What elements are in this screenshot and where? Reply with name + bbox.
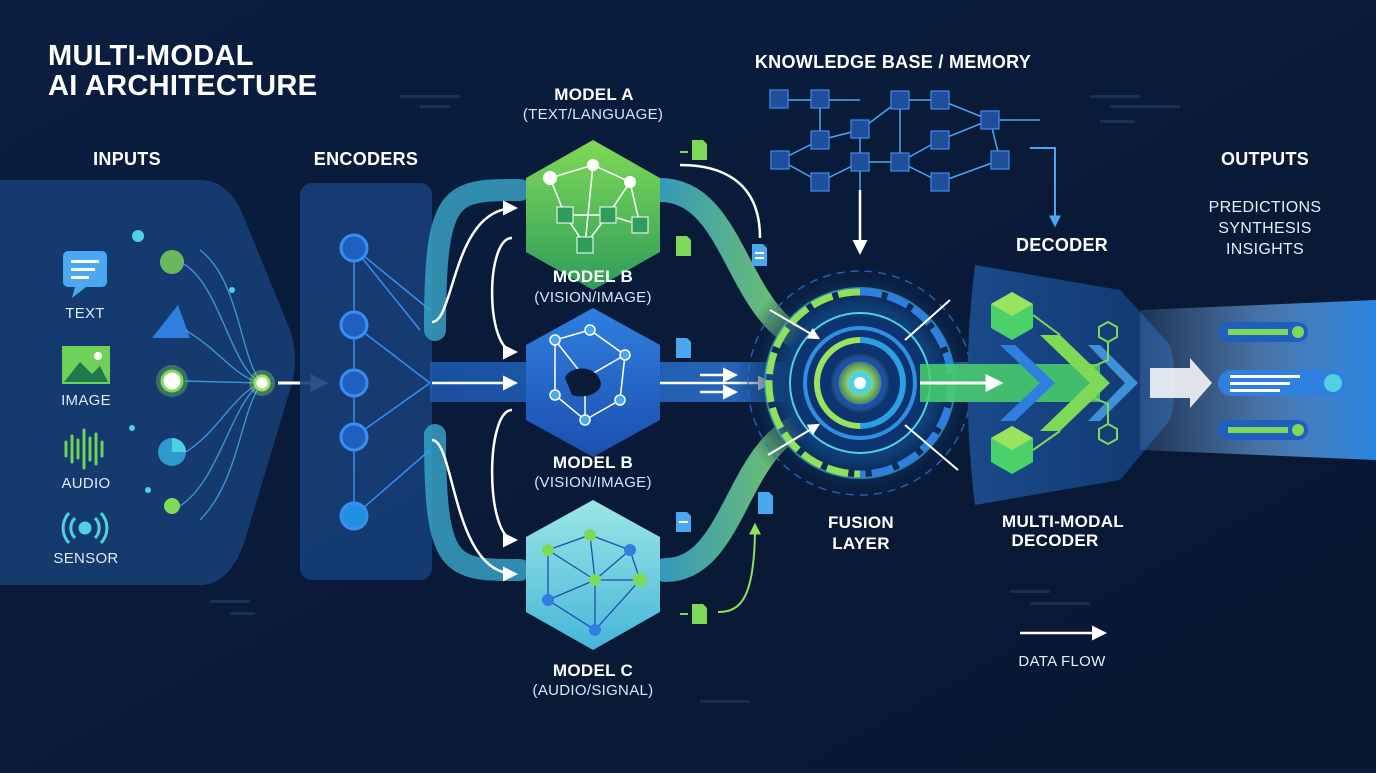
input-label-audio: AUDIO — [61, 475, 111, 492]
mm-decoder-label-line-2: DECODER — [1011, 531, 1099, 550]
input-merge-node — [253, 374, 271, 392]
model-b-top-sub: (VISION/IMAGE) — [534, 289, 652, 306]
inputs-heading: INPUTS — [93, 149, 161, 169]
output-synthesis: SYNTHESIS — [1218, 220, 1312, 237]
output-bars — [1218, 322, 1346, 440]
model-c-hexagon — [526, 500, 660, 650]
model-c-sub: (AUDIO/SIGNAL) — [532, 682, 654, 699]
model-b-bottom-name: MODEL B — [552, 453, 634, 472]
input-label-image: IMAGE — [61, 392, 111, 409]
model-b-top-name: MODEL B — [552, 267, 634, 286]
encoder-nodes — [339, 233, 369, 531]
title-line-2: AI ARCHITECTURE — [48, 70, 318, 102]
model-a-hexagon — [526, 140, 660, 290]
knowledge-heading: KNOWLEDGE BASE / MEMORY — [754, 52, 1032, 72]
legend-label: DATA FLOW — [1018, 653, 1106, 670]
document-icons — [676, 140, 773, 624]
model-c-name: MODEL C — [552, 661, 634, 680]
image-icon — [62, 346, 110, 384]
model-b-bottom-sub: (VISION/IMAGE) — [534, 474, 652, 491]
input-label-text: TEXT — [65, 305, 105, 322]
outputs-heading: OUTPUTS — [1220, 149, 1310, 169]
sensor-signal-icon — [61, 511, 109, 545]
input-label-sensor: SENSOR — [53, 550, 119, 567]
fusion-input-lines — [767, 299, 959, 471]
model-a-name: MODEL A — [554, 85, 634, 104]
output-insights: INSIGHTS — [1226, 241, 1304, 258]
model-b-hexagon — [526, 308, 660, 457]
background-data-bars — [210, 95, 1180, 703]
encoders-heading: ENCODERS — [313, 149, 419, 169]
model-a-sub: (TEXT/LANGUAGE) — [522, 106, 664, 123]
input-converging-lines — [179, 249, 263, 521]
text-bubble-icon — [63, 251, 107, 298]
decoder-heading: DECODER — [1015, 235, 1109, 255]
audio-waveform-icon — [64, 428, 104, 470]
title-line-1: MULTI-MODAL — [48, 40, 254, 72]
decoder-chevrons — [1000, 335, 1138, 431]
fusion-label-line-1: FUSION — [827, 513, 895, 532]
audio-feedback-arrow — [717, 522, 761, 613]
knowledge-to-decoder-arrow — [1030, 147, 1061, 228]
fusion-label-line-2: LAYER — [832, 534, 890, 553]
knowledge-network — [769, 89, 1040, 250]
output-arrow — [1150, 358, 1212, 408]
mm-decoder-label-line-1: MULTI-MODAL — [1002, 512, 1124, 531]
fusion-core — [735, 258, 985, 508]
output-predictions: PREDICTIONS — [1208, 199, 1322, 216]
input-feature-dots — [129, 230, 235, 514]
decoder-cubes — [991, 292, 1118, 474]
